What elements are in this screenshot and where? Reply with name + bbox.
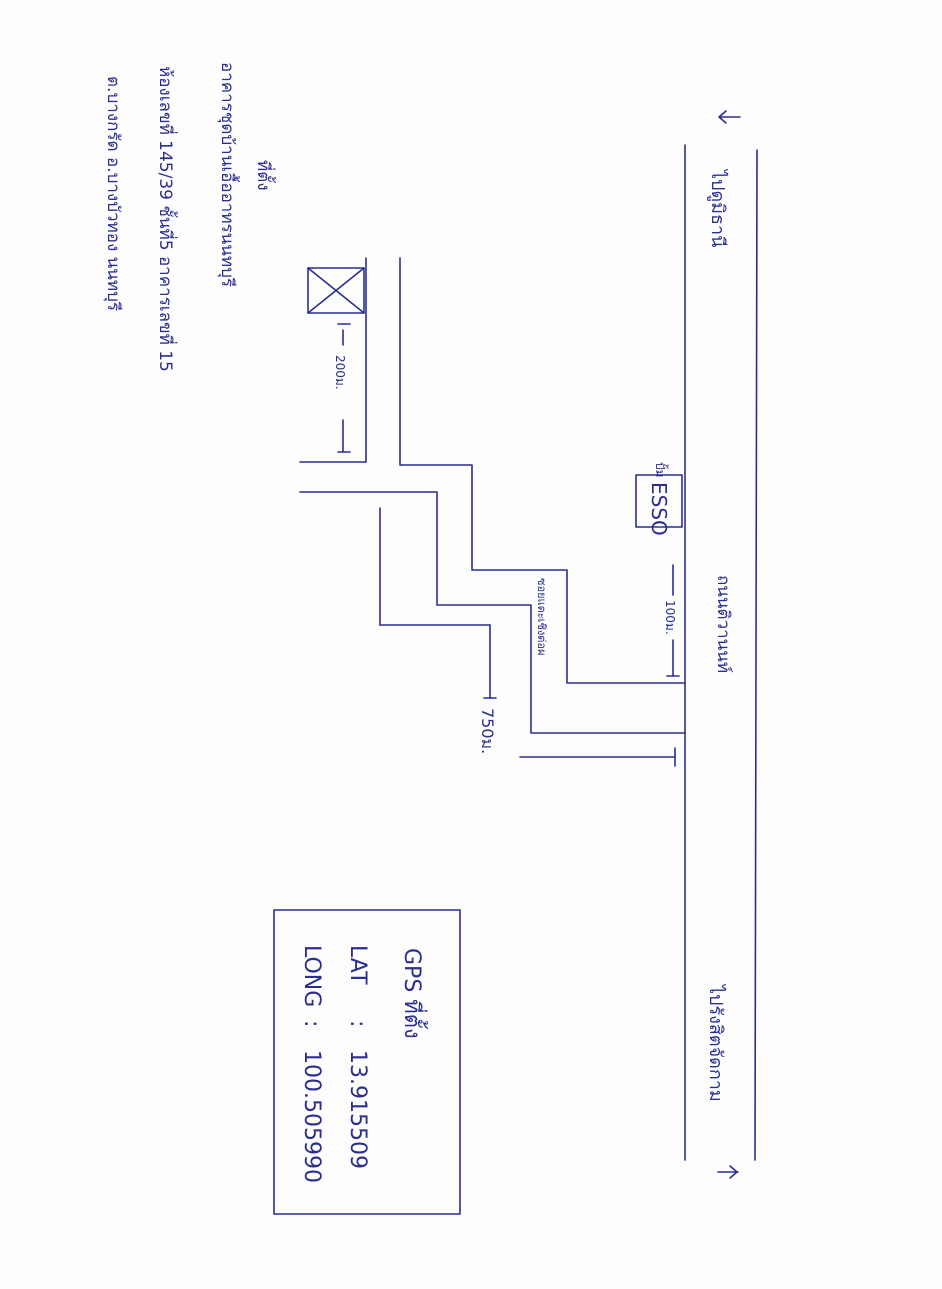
soi-edge-upper [399,257,686,684]
arrow-top-icon [718,110,741,124]
soi-spur [299,257,367,463]
gps-lon-label: LONG [299,945,324,1007]
distance-750-marker [379,507,676,767]
direction-label-bottom: ไปรังสิตจัดกาม [705,983,727,1102]
gps-box [273,909,461,1215]
gps-lon-sep: : [299,1020,324,1027]
main-road-label: ถนนติวานนท์ [713,575,733,673]
esso-station-box [635,474,683,528]
address-line-1: อาคารชุดบ้านเอื้ออาทรนนทบุรี [217,62,240,287]
soi-edge-lower [299,491,686,734]
address-heading: ที่ตั้ง [253,160,276,191]
esso-note: ปั้ม [653,462,669,478]
gps-lon-value: 100.505990 [299,1050,324,1183]
esso-label: ESSO [647,482,671,536]
soi-label: ซอยแตะเชิงต่อผ [535,578,548,655]
distance-100-marker [666,564,680,677]
distance-200-marker [337,323,351,453]
address-line-3: ต.บางกรัด อ.บางบัวทอง นนทบุรี [103,76,123,311]
gps-lat-label: LAT [345,945,370,985]
building-marker-icon [307,267,365,314]
gps-lat-sep: : [345,1020,370,1027]
address-block: ที่ตั้ง อาคารชุดบ้านเอื้ออาทรนนทบุรี ห้อ… [103,62,276,372]
direction-label-top: ไปดูมิธานี [707,168,729,247]
main-road-edge-right [754,149,758,1161]
distance-100-label: 100ม. [663,600,677,635]
arrow-bottom-icon [717,1165,739,1179]
distance-750-label: 750ม. [478,708,497,754]
gps-title: GPS ที่ตั้ง [399,948,428,1039]
gps-lat-value: 13.915509 [345,1050,370,1169]
address-line-2: ห้องเลขที่ 145/39 ชั้นที่5 อาคารเลขที่ 1… [155,66,178,372]
distance-200-label: 200ม. [333,355,347,390]
